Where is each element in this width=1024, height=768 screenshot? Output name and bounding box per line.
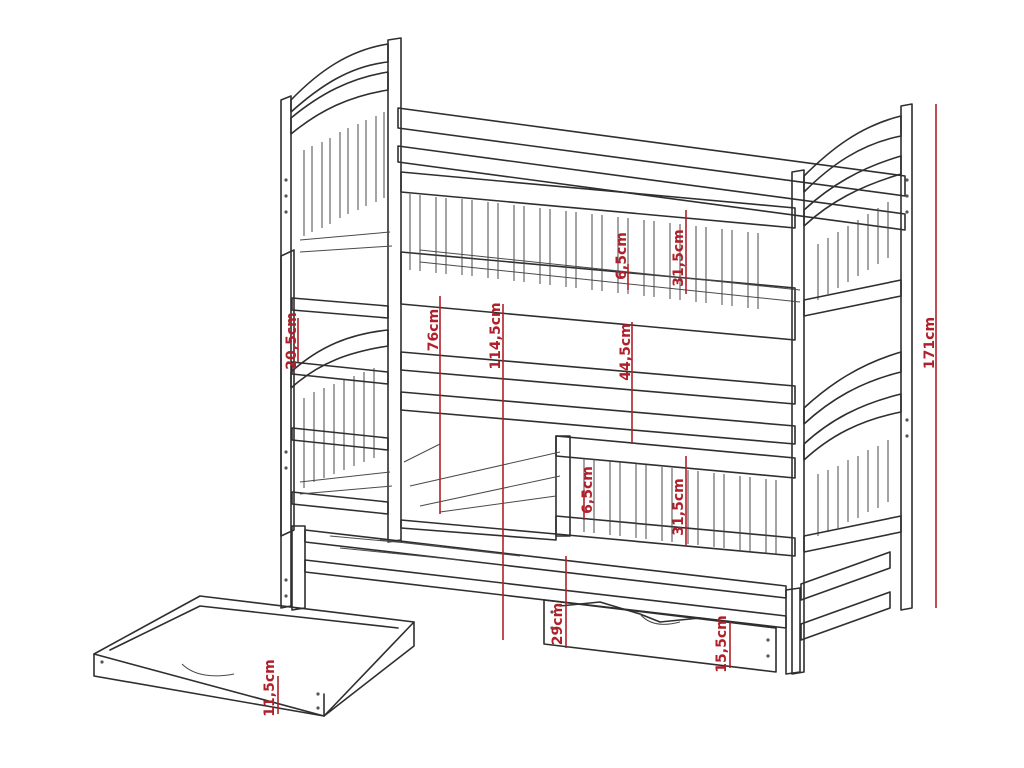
dimension-lines (277, 104, 937, 714)
dimension-labels: 20,5cm 76cm 114,5cm 44,5cm 6,5cm 31,5cm … (262, 229, 938, 716)
label-drawer-height: 11,5cm (262, 659, 278, 716)
trundle (291, 525, 891, 675)
label-lower-deck-height: 76cm (426, 309, 442, 351)
right-end-frame (791, 103, 913, 675)
label-upper-rail-height: 31,5cm (671, 229, 687, 286)
label-trundle-drawer-height: 15,5cm (714, 615, 730, 672)
label-deck-clearance: 44,5cm (618, 323, 634, 380)
label-upper-deck-height: 114,5cm (488, 302, 504, 369)
label-lower-rail-slat-gap: 6,5cm (580, 466, 596, 514)
label-ladder-step: 20,5cm (284, 312, 300, 369)
upper-bunk (299, 107, 906, 341)
label-upper-rail-slat-gap: 6,5cm (614, 232, 630, 280)
label-trundle-height: 29cm (550, 603, 566, 645)
loose-drawer (93, 595, 415, 717)
label-total-height: 171cm (922, 317, 938, 369)
trundle-drawer (543, 599, 777, 673)
ladder (280, 249, 389, 537)
lower-bunk (299, 351, 796, 557)
label-lower-rail-height: 31,5cm (671, 478, 687, 535)
